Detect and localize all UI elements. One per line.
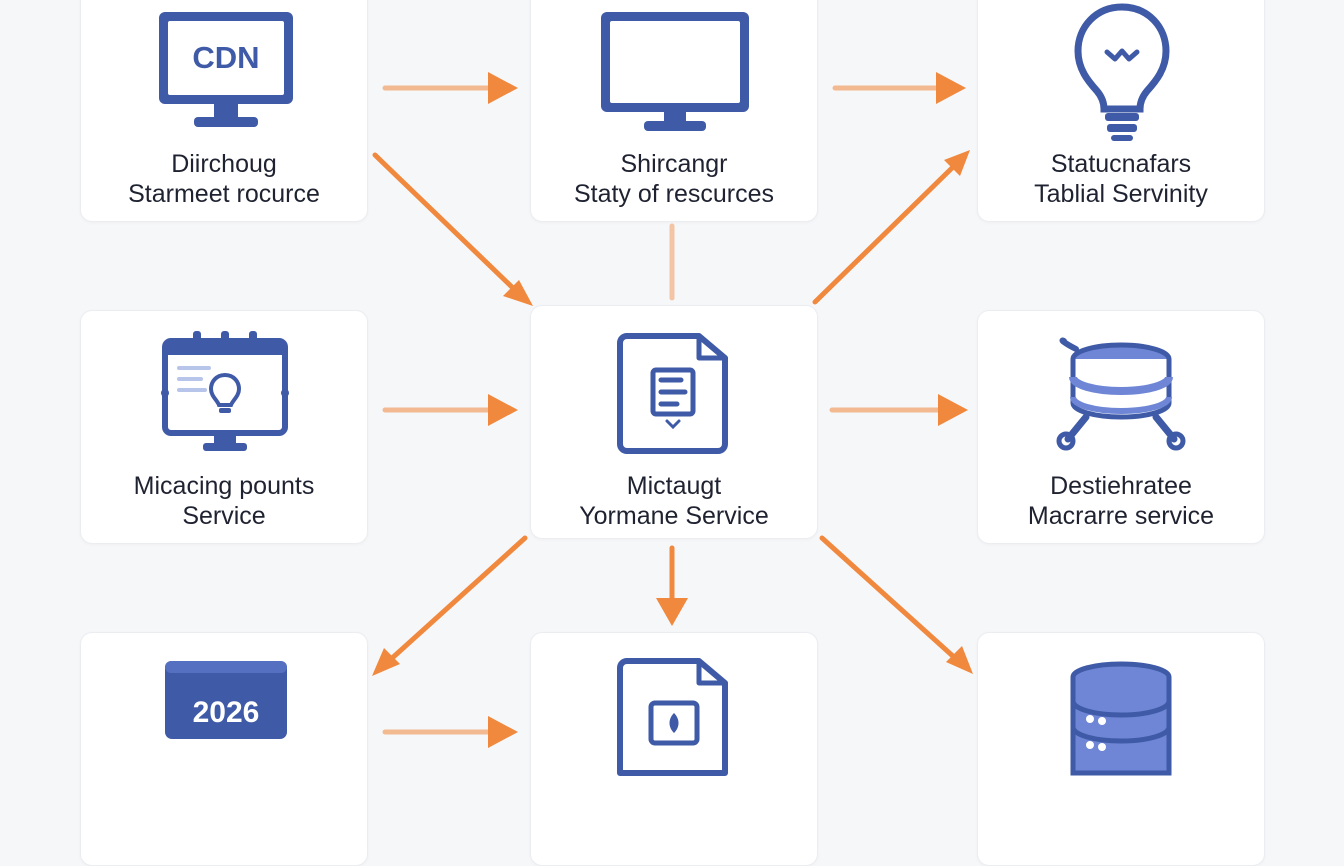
node-static-resources[interactable]: Shircangr Staty of rescurces bbox=[530, 0, 818, 222]
node-label-line1: Diirchoug bbox=[171, 150, 277, 178]
arrowhead bbox=[503, 280, 533, 306]
document-icon bbox=[617, 658, 728, 776]
node-label: Shircangr Staty of rescurces bbox=[531, 149, 817, 209]
database-stand-icon bbox=[1056, 337, 1186, 451]
arrowhead bbox=[488, 716, 518, 748]
arrowhead bbox=[372, 648, 400, 676]
lightbulb-icon bbox=[1074, 3, 1170, 141]
monitor-icon: CDN bbox=[159, 12, 293, 127]
node-calendar[interactable]: 2026 bbox=[80, 632, 368, 866]
node-label-line2: Service bbox=[182, 502, 266, 530]
calendar-icon: 2026 bbox=[165, 661, 287, 739]
arrowhead bbox=[946, 646, 973, 674]
arrow-center-to-calendar bbox=[387, 535, 528, 663]
node-label-line1: Micacing pounts bbox=[133, 472, 315, 500]
node-label-line1: Shircangr bbox=[620, 150, 728, 178]
node-central-service[interactable]: Mictaugt Yormane Service bbox=[530, 305, 818, 539]
node-label-line1: Mictaugt bbox=[626, 472, 722, 500]
node-label-line2: Staty of rescurces bbox=[573, 180, 775, 208]
node-label-line2: Yormane Service bbox=[579, 502, 769, 530]
node-label-line2: Macrarre service bbox=[1027, 502, 1215, 530]
node-label: Destiehratee Macrarre service bbox=[978, 471, 1264, 531]
node-label: Mictaugt Yormane Service bbox=[531, 471, 817, 531]
arrowhead bbox=[936, 72, 966, 104]
arrowhead bbox=[488, 72, 518, 104]
arrow-center-to-status bbox=[812, 165, 955, 305]
node-destiehratee-service[interactable]: Destiehratee Macrarre service bbox=[977, 310, 1265, 544]
arrowhead bbox=[656, 598, 688, 626]
arrow-center-to-database bbox=[819, 535, 958, 661]
node-folder[interactable] bbox=[530, 632, 818, 866]
node-label: Diirchoug Starmeet rocurce bbox=[81, 149, 367, 209]
database-icon bbox=[1070, 661, 1172, 776]
calendar-year-text: 2026 bbox=[193, 696, 260, 729]
node-label-line1: Statucnafars bbox=[1050, 150, 1192, 178]
arrowhead bbox=[488, 394, 518, 426]
monitor-icon bbox=[601, 12, 749, 131]
document-icon bbox=[617, 333, 728, 454]
node-label: Statucnafars Tablial Servinity bbox=[978, 149, 1264, 209]
arrow-cdn-to-center bbox=[372, 152, 518, 293]
arrowhead bbox=[944, 150, 970, 176]
node-status[interactable]: Statucnafars Tablial Servinity bbox=[977, 0, 1265, 222]
node-label-line1: Destiehratee bbox=[1050, 472, 1192, 500]
node-label-line2: Tablial Servinity bbox=[1034, 180, 1208, 208]
node-micacing-service[interactable]: Micacing pounts Service bbox=[80, 310, 368, 544]
node-label: Micacing pounts Service bbox=[81, 471, 367, 531]
node-database[interactable] bbox=[977, 632, 1265, 866]
calendar-lightbulb-icon bbox=[161, 331, 289, 451]
arrowhead bbox=[938, 394, 968, 426]
node-label-line2: Starmeet rocurce bbox=[128, 180, 320, 208]
node-cdn[interactable]: CDN Diirchoug Starmeet rocurce bbox=[80, 0, 368, 222]
cdn-icon-text: CDN bbox=[192, 40, 259, 75]
